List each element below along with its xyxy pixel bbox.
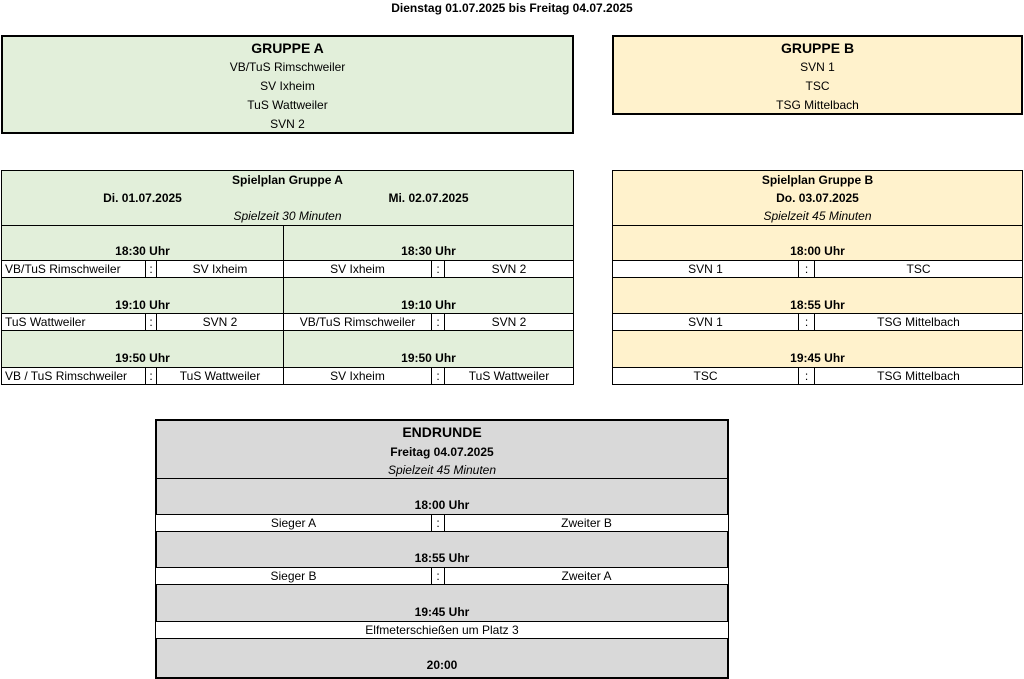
game-separator: : [431,567,445,585]
game-time: 18:00 Uhr [414,498,470,512]
game-separator: : [431,367,445,385]
group-a-team: TuS Wattweiler [247,98,328,112]
game-away-team: TuS Wattweiler [156,367,284,385]
game-away-team: SVN 2 [444,260,574,278]
game-time: 19:10 Uhr [401,298,456,312]
game-time: 19:45 Uhr [790,351,845,365]
game-home-team: TuS Wattweiler [1,313,146,331]
game-separator: : [798,260,815,278]
game-time: 18:00 Uhr [790,244,845,258]
group-a-team: SV Ixheim [260,79,315,93]
game-separator: : [431,260,445,278]
game-away-team: SVN 2 [444,313,574,331]
game-away-team: TSG Mittelbach [814,367,1023,385]
game-time: 18:30 Uhr [401,244,456,258]
game-home-team: SV Ixheim [283,260,432,278]
group-a-title: GRUPPE A [251,40,324,56]
schedule-a-day2: Mi. 02.07.2025 [388,191,469,205]
group-a-team: VB/TuS Rimschweiler [229,60,346,74]
game-separator: : [431,514,445,532]
game-separator: : [431,313,445,331]
group-a-team: SVN 2 [270,117,305,131]
game-home-team: SVN 1 [612,260,799,278]
game-home-team: VB / TuS Rimschweiler [1,367,146,385]
group-b-box: GRUPPE B SVN 1 TSC TSG Mittelbach [612,35,1023,115]
game-time: 19:10 Uhr [115,298,170,312]
schedule-b-title: Spielplan Gruppe B [761,173,874,187]
group-a-box: GRUPPE A VB/TuS Rimschweiler SV Ixheim T… [1,35,574,134]
game-away-team: SVN 2 [156,313,284,331]
game-time: 19:50 Uhr [401,351,456,365]
game-away-team: TSG Mittelbach [814,313,1023,331]
group-b-title: GRUPPE B [780,40,855,56]
game-separator: : [798,367,815,385]
game-home-team: VB/TuS Rimschweiler [1,260,146,278]
game-away-team: Zweiter B [444,514,729,532]
game-home-team: TSC [612,367,799,385]
game-away-team: TuS Wattweiler [444,367,574,385]
game-time: 20:00 [426,658,458,672]
schedule-b-spielzeit: Spielzeit 45 Minuten [763,209,872,223]
group-b-team: SVN 1 [800,60,835,74]
schedule-a-day1: Di. 01.07.2025 [103,191,182,205]
final-round-day: Freitag 04.07.2025 [390,445,494,459]
schedule-b-day: Do. 03.07.2025 [776,191,859,205]
game-away-team: Zweiter A [444,567,729,585]
game-away-team: TSC [814,260,1023,278]
game-home-team: SV Ixheim [283,367,432,385]
game-home-team: Sieger B [155,567,432,585]
game-home-team: VB/TuS Rimschweiler [283,313,432,331]
game-home-team: Sieger A [155,514,432,532]
game-separator: : [798,313,815,331]
game-time: 18:55 Uhr [414,551,470,565]
game-time: 18:30 Uhr [115,244,170,258]
game-time: 19:45 Uhr [414,605,470,619]
penalty-shootout-row: Elfmeterschießen um Platz 3 [155,621,729,639]
final-round-title: ENDRUNDE [402,424,482,440]
page-title: Dienstag 01.07.2025 bis Freitag 04.07.20… [391,1,633,15]
schedule-a-spielzeit: Spielzeit 30 Minuten [233,209,342,223]
game-time: 18:55 Uhr [790,298,845,312]
group-b-team: TSG Mittelbach [776,98,859,112]
game-home-team: SVN 1 [612,313,799,331]
game-time: 19:50 Uhr [115,351,170,365]
group-b-team: TSC [805,79,830,93]
schedule-a-title: Spielplan Gruppe A [232,173,343,187]
final-round-spielzeit: Spielzeit 45 Minuten [387,463,497,477]
game-away-team: SV Ixheim [156,260,284,278]
